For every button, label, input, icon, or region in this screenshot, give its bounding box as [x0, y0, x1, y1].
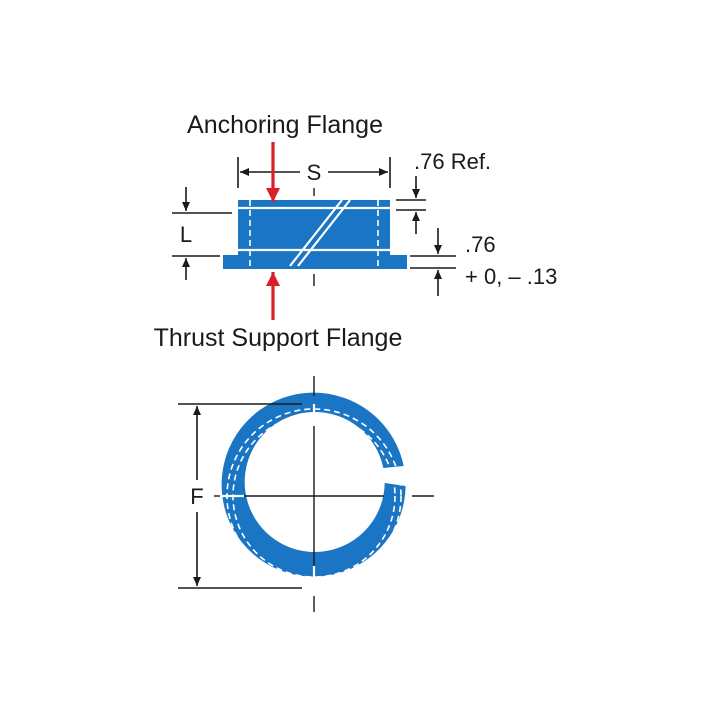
thrust-flange — [223, 255, 407, 269]
bushing-sleeve — [238, 200, 390, 258]
flange-thickness-label: .76 — [465, 232, 496, 257]
anchoring-flange-label: Anchoring Flange — [187, 111, 383, 139]
dim-l-label: L — [180, 222, 192, 247]
thrust-flange-label: Thrust Support Flange — [154, 324, 403, 352]
top-view: F — [178, 376, 434, 612]
dim-s-label: S — [307, 160, 322, 185]
ref-thickness-label: .76 Ref. — [414, 149, 491, 174]
dim-f-label: F — [190, 484, 203, 509]
side-view: S L .76 Ref. .76 + 0, – .13 Anchoring Fl… — [154, 111, 558, 352]
flange-tolerance-label: + 0, – .13 — [465, 264, 557, 289]
